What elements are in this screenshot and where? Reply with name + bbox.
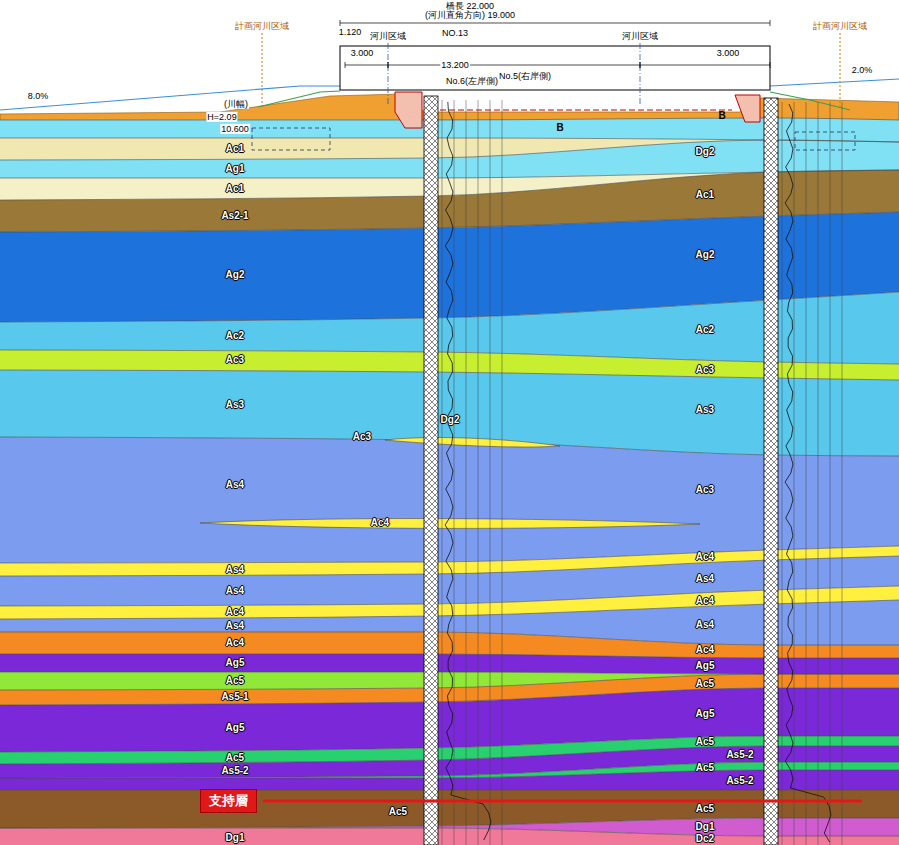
layer-label: As4 bbox=[226, 479, 244, 491]
sand-lens bbox=[200, 519, 700, 529]
layer-label: Ac5 bbox=[696, 736, 714, 748]
layer-label: Ac5 bbox=[226, 675, 244, 687]
annotation-label: (川幅) bbox=[223, 99, 249, 109]
annotation-label: B bbox=[556, 122, 563, 134]
annotation-label: 河川区域 bbox=[621, 31, 659, 41]
layer-label: Dg1 bbox=[696, 821, 715, 833]
abutment bbox=[735, 95, 760, 122]
layer-label: Ac1 bbox=[226, 143, 244, 155]
dimension-line bbox=[640, 62, 770, 68]
annotation-label: B bbox=[718, 110, 725, 122]
layer-label: As5-2 bbox=[221, 765, 248, 777]
annotation-label: 河川区域 bbox=[369, 31, 407, 41]
layer-label: Ag1 bbox=[226, 163, 245, 175]
layer-label: Ac4 bbox=[696, 595, 714, 607]
n-value-grid bbox=[442, 100, 502, 845]
layer-label: Ac3 bbox=[696, 364, 714, 376]
layer-label: As2-1 bbox=[221, 210, 248, 222]
layer-label: Ac5 bbox=[696, 803, 714, 815]
annotation-label: No.5(右岸側) bbox=[498, 71, 552, 81]
annotation-label: No.6(左岸側) bbox=[445, 76, 499, 86]
layer-label: As3 bbox=[696, 404, 714, 416]
annotation-label: 2.0% bbox=[851, 65, 874, 75]
borehole-column bbox=[764, 98, 778, 845]
river-area-line bbox=[640, 43, 641, 104]
layer-label: Ac5 bbox=[389, 806, 407, 818]
layer-label: Ac4 bbox=[696, 644, 714, 656]
layer-label: As5-2 bbox=[726, 749, 753, 761]
annotation-label: (河川直角方向) 19.000 bbox=[424, 10, 516, 20]
layer-label: Ac5 bbox=[696, 762, 714, 774]
n-value-plot bbox=[785, 104, 831, 842]
layer-label: As4 bbox=[226, 564, 244, 576]
layer-label: Ac5 bbox=[696, 678, 714, 690]
layer-label: Ag2 bbox=[696, 249, 715, 261]
water-level bbox=[440, 110, 732, 111]
layer-label: Ac3 bbox=[353, 431, 371, 443]
annotation-label: 1.120 bbox=[338, 27, 363, 37]
layer-label: As4 bbox=[226, 585, 244, 597]
annotation-label: 計画河川区域 bbox=[812, 21, 868, 31]
layer-label: Ag5 bbox=[696, 660, 715, 672]
layer-label: Ac3 bbox=[226, 354, 244, 366]
river-area-line bbox=[388, 43, 389, 104]
layer-label: Ac3 bbox=[696, 484, 714, 496]
footing bbox=[252, 128, 330, 150]
dimension-line bbox=[340, 20, 770, 26]
annotation-label: 10.600 bbox=[220, 124, 250, 134]
dimension-line bbox=[345, 62, 388, 68]
layer-label: As4 bbox=[696, 619, 714, 631]
layer-label: Dg1 bbox=[226, 832, 245, 844]
bearing-layer-tag: 支持層 bbox=[200, 789, 257, 813]
bearing-layer-line bbox=[263, 800, 862, 803]
layer-label: Ac2 bbox=[226, 330, 244, 342]
layer-label: Ac4 bbox=[696, 551, 714, 563]
boundary-line bbox=[840, 33, 841, 108]
annotation-label: 3.000 bbox=[716, 48, 741, 58]
layer-label: Ac1 bbox=[696, 189, 714, 201]
layer-label: Ac2 bbox=[696, 324, 714, 336]
bridge-deck bbox=[340, 46, 770, 90]
layer-label: Ag5 bbox=[696, 708, 715, 720]
annotation-label: NO.13 bbox=[441, 28, 469, 38]
layer-label: As4 bbox=[226, 620, 244, 632]
layer-label: Ac4 bbox=[226, 606, 244, 618]
layer-label: Dc2 bbox=[696, 833, 714, 845]
illustration bbox=[0, 20, 899, 845]
embankment-line bbox=[258, 91, 340, 107]
layer-label: Ag5 bbox=[226, 657, 245, 669]
annotation-label: 13.200 bbox=[440, 60, 470, 70]
node-text: 支持層 bbox=[209, 793, 248, 809]
sand-lens bbox=[385, 438, 560, 448]
layer-label: Ag2 bbox=[226, 269, 245, 281]
layer-label: Dg2 bbox=[696, 146, 715, 158]
layer-label: Ac4 bbox=[371, 517, 389, 529]
annotation-label: 8.0% bbox=[27, 91, 50, 101]
layer-label: As5-1 bbox=[221, 691, 248, 703]
layer-label: As4 bbox=[696, 573, 714, 585]
layer-label: Ac5 bbox=[226, 752, 244, 764]
boundary-line bbox=[262, 33, 263, 108]
n-value-plot bbox=[445, 102, 491, 840]
annotation-label: 3.000 bbox=[350, 48, 375, 58]
layer-label: Ac1 bbox=[226, 183, 244, 195]
layer-label: Ag5 bbox=[226, 722, 245, 734]
n-value-grid bbox=[782, 102, 842, 845]
layer-label: As5-2 bbox=[726, 775, 753, 787]
layer-label: Dg2 bbox=[441, 414, 460, 426]
layer-label: Ac4 bbox=[226, 637, 244, 649]
annotation-label: H=2.09 bbox=[206, 112, 237, 122]
abutment bbox=[395, 92, 422, 128]
borehole-column bbox=[424, 96, 438, 845]
footing bbox=[795, 132, 855, 150]
dimension-line bbox=[388, 62, 640, 68]
layer-label: As3 bbox=[226, 399, 244, 411]
annotation-label: 計画河川区域 bbox=[234, 21, 290, 31]
